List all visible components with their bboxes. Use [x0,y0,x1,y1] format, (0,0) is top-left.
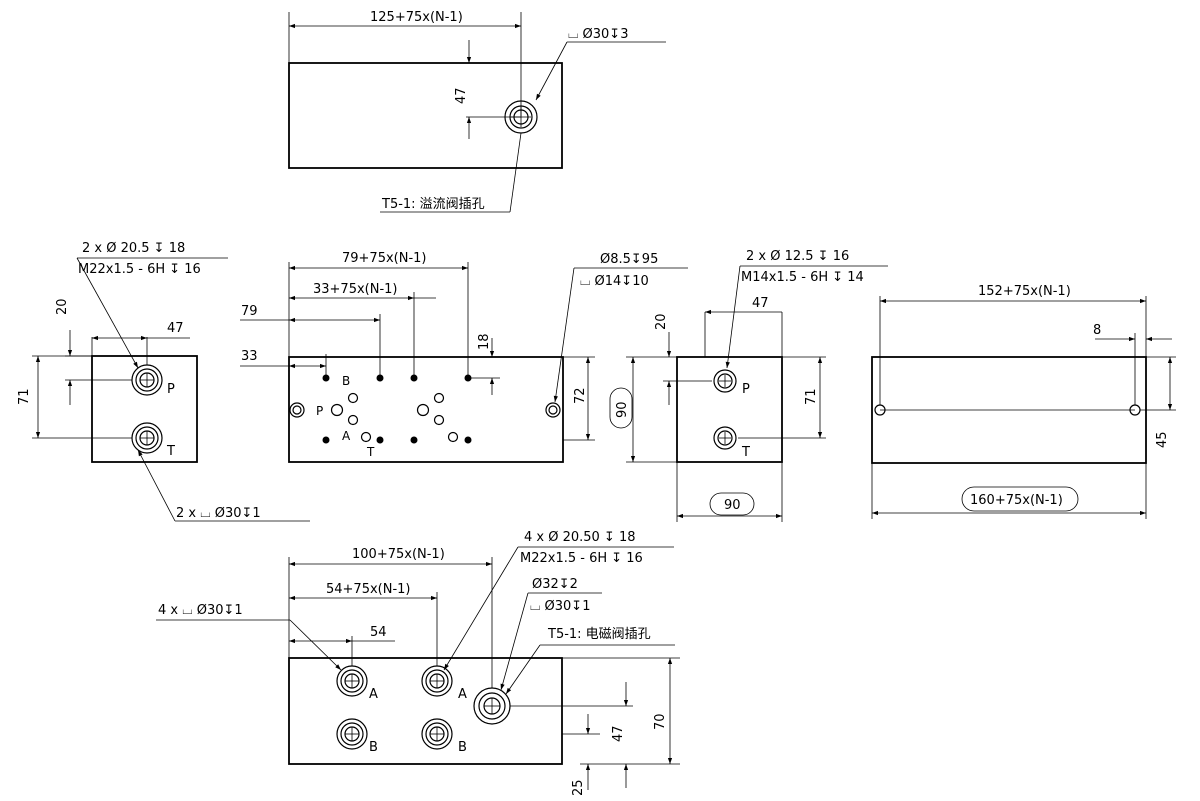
left-counterbore-spec: 2 x ⌴ Ø30↧1 [176,506,261,521]
left-dim-20: 20 [55,298,70,315]
right-dim-90-left: 90 [615,401,630,418]
front-dim-72: 72 [573,387,588,404]
left-dim-47: 47 [167,321,184,336]
front-dim-79: 79 [241,304,258,319]
front-view: 79+75x(N-1) 33+75x(N-1) 79 33 18 72 [240,251,688,463]
bottom-label-a2: A [458,687,467,702]
front-view-body [288,356,564,463]
front-hole-spec-1: Ø8.5↧95 [600,252,658,267]
right-port-spec-1: 2 x Ø 12.5 ↧ 16 [746,249,849,264]
front-hole-spec-2: ⌴ Ø14↧10 [580,274,649,289]
front-mount-hole-left [289,402,305,418]
side-dim-152n: 152+75x(N-1) [978,284,1071,299]
right-dim-71: 71 [804,388,819,405]
right-port-t-label: T [741,445,750,460]
bottom-port-spec-1: 4 x Ø 20.50 ↧ 18 [524,530,636,545]
front-dim-79n: 79+75x(N-1) [342,251,427,266]
relief-valve-cavity-label: T5-1: 溢流阀插孔 [381,197,485,212]
bottom-dim-54n: 54+75x(N-1) [326,582,411,597]
top-vertical-dimension: 47 [454,87,469,104]
left-port-spec-1: 2 x Ø 20.5 ↧ 18 [82,241,185,256]
front-label-a: A [342,429,351,443]
bottom-port-spec-2: M22x1.5 - 6H ↧ 16 [520,551,643,566]
left-end-body [91,355,198,463]
left-port-p-label: P [167,382,175,397]
front-dim-33n: 33+75x(N-1) [313,282,398,297]
side-view: 152+75x(N-1) 8 45 160+75x(N-1) [871,284,1176,519]
bottom-cavity-spec-1: Ø32↧2 [532,577,578,592]
side-dim-160n: 160+75x(N-1) [970,493,1063,508]
solenoid-valve-cavity-label: T5-1: 电磁阀插孔 [547,627,651,642]
side-dim-45: 45 [1155,431,1170,448]
right-dim-47: 47 [752,296,769,311]
right-port-p-label: P [742,382,750,397]
front-bolt-holes [322,374,472,444]
front-label-p: P [316,404,323,418]
bottom-label-b1: B [369,740,378,755]
bottom-counterbore-spec: 4 x ⌴ Ø30↧1 [158,603,243,618]
front-dim-33: 33 [241,349,258,364]
right-dim-20: 20 [654,313,669,330]
top-view-body [288,62,563,169]
bottom-label-a1: A [369,687,378,702]
bottom-dim-54: 54 [370,625,387,640]
bottom-view-body [288,657,563,765]
bottom-dim-47: 47 [611,725,626,742]
port-p-right [713,369,737,393]
front-label-b: B [342,374,350,388]
right-dim-90-bottom: 90 [724,498,741,513]
top-callout-spec: ⌴ Ø30↧3 [568,27,628,42]
side-dim-8: 8 [1093,323,1101,338]
left-port-spec-2: M22x1.5 - 6H ↧ 16 [78,262,201,277]
right-port-spec-2: M14x1.5 - 6H ↧ 14 [741,270,864,285]
bottom-cavity-spec-2: ⌴ Ø30↧1 [530,599,590,614]
bottom-dim-25: 25 [571,779,586,796]
left-port-t-label: T [166,444,175,459]
bottom-dim-70: 70 [653,713,668,730]
port-t-right [713,426,737,450]
front-label-t: T [366,445,375,459]
bottom-view: A A B B 100+75x(N-1) 54+75x(N-1) 54 4 x … [156,530,680,796]
front-dim-18: 18 [477,333,492,350]
bottom-dim-100n: 100+75x(N-1) [352,547,445,562]
left-end-view: P T 2 x Ø 20.5 ↧ 18 M22x1.5 - 6H ↧ 16 47… [17,241,310,522]
top-view: 125+75x(N-1) 47 ⌴ Ø30↧3 T5-1: 溢流阀插孔 [288,10,666,213]
bottom-ports [336,665,453,750]
right-end-body [676,356,783,463]
front-mount-hole-right [545,402,561,418]
left-dim-71: 71 [17,388,32,405]
bottom-label-b2: B [458,740,467,755]
top-length-dimension: 125+75x(N-1) [370,10,463,25]
right-end-view: P T 2 x Ø 12.5 ↧ 16 M14x1.5 - 6H ↧ 14 47… [609,249,888,522]
